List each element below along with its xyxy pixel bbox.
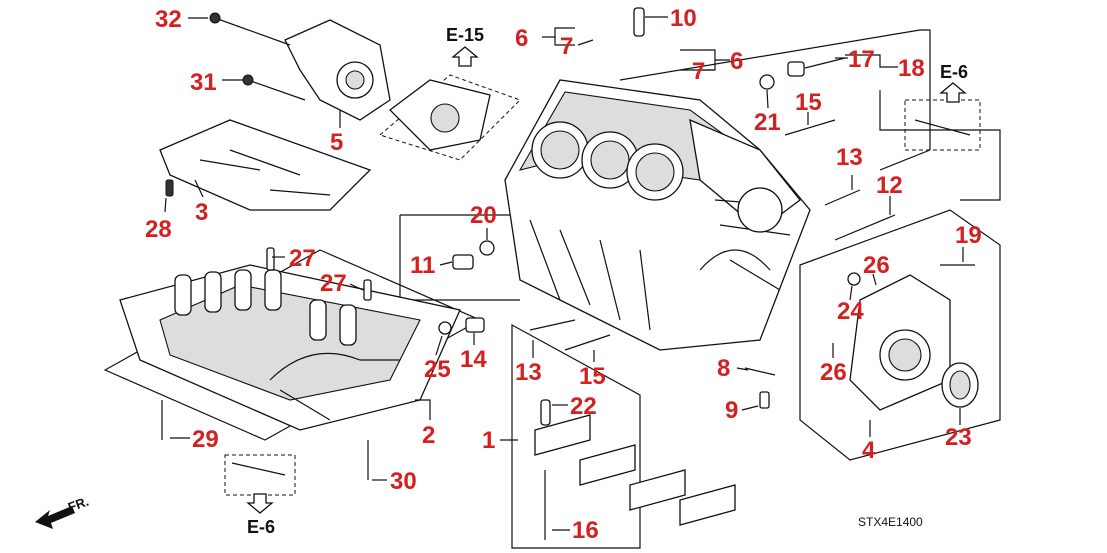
callout-15-bottom: 15 [579,363,606,390]
callout-13-left: 13 [515,359,542,386]
callout-31: 31 [190,69,217,96]
callout-10: 10 [670,5,697,32]
callout-4: 4 [862,437,876,464]
callout-8: 8 [717,355,730,382]
callout-21: 21 [754,109,781,136]
section-ref-e15: E-15 [446,25,484,45]
callout-numbers: 32 31 5 3 28 27 27 25 14 29 2 30 10 6 7 … [145,5,982,544]
diagram-code: STX4E1400 [858,515,923,529]
callout-18: 18 [898,55,925,82]
callout-32: 32 [155,6,182,33]
bearing-caps [534,414,736,526]
section-arrow-e6-top [939,82,967,103]
callout-7-left: 7 [560,33,573,60]
callout-20: 20 [470,202,497,229]
callout-3: 3 [195,199,208,226]
section-arrow-e15 [451,46,479,67]
callout-12: 12 [876,172,903,199]
leader-lines [164,16,964,531]
callout-14: 14 [460,346,487,373]
bearing-cap-box [511,323,641,549]
baffle-plate [159,119,372,211]
cylinder-block [504,79,811,351]
section-ref-e6-bottom: E-6 [247,517,275,537]
callout-17: 17 [848,46,875,73]
callout-9: 9 [725,397,738,424]
callout-2: 2 [422,422,435,449]
callout-13-right: 13 [836,144,863,171]
callout-26-bottom: 26 [820,359,847,386]
water-pump [389,79,491,151]
callout-27-mid: 27 [320,270,347,297]
callout-29: 29 [192,426,219,453]
section-arrow-e6-bottom [246,493,274,514]
rear-cover-box [799,209,1001,461]
callout-27-top: 27 [289,245,316,272]
section-ref-e6-top: E-6 [940,62,968,82]
oil-seal [941,362,979,408]
callout-30: 30 [390,468,417,495]
callout-16: 16 [572,517,599,544]
callout-23: 23 [945,424,972,451]
engine-mount-bracket [284,19,391,121]
callout-7-right: 7 [692,58,705,85]
callout-11: 11 [410,252,435,279]
oil-pan [119,264,461,431]
callout-1: 1 [482,427,495,454]
callout-24: 24 [837,298,864,325]
front-arrow-icon [35,506,75,529]
callout-25: 25 [424,356,451,383]
callout-22: 22 [570,393,597,420]
callout-5: 5 [330,129,343,156]
callout-26-top: 26 [863,252,890,279]
callout-6-right: 6 [730,48,743,75]
e6-top-box [904,99,981,151]
front-indicator-label: FR. [66,494,91,515]
rear-cover [849,274,951,411]
callout-28: 28 [145,216,172,243]
callout-6-left: 6 [515,25,528,52]
callout-15-top: 15 [795,89,822,116]
bolts [161,7,975,540]
callout-19: 19 [955,222,982,249]
